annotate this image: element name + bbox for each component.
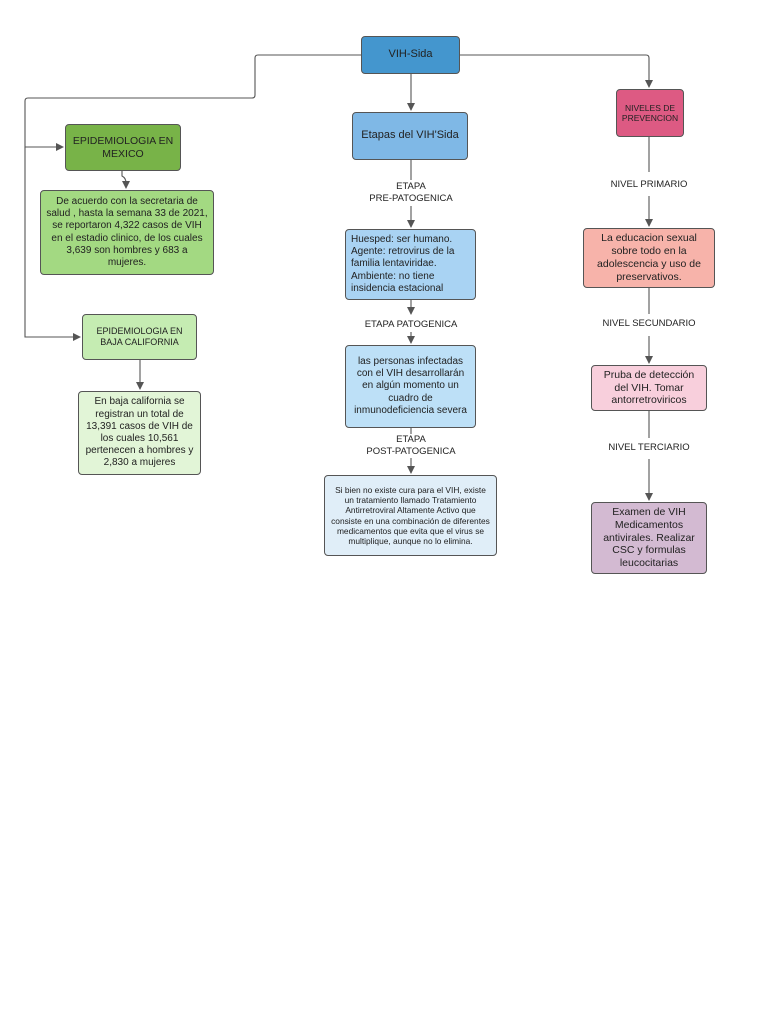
level2-text-node: Pruba de detección del VIH. Tomar antorr…: [591, 365, 707, 411]
bc-title-node: EPIDEMIOLOGIA EN BAJA CALIFORNIA: [82, 314, 197, 360]
etapas-title-node: Etapas del VIH'Sida: [352, 112, 468, 160]
level2-text: Pruba de detección del VIH. Tomar antorr…: [603, 368, 695, 407]
stage1-text-node: Huesped: ser humano. Agente: retrovirus …: [345, 229, 476, 300]
stage3-text-node: Si bien no existe cura para el VIH, exis…: [324, 475, 497, 556]
stage2-text: las personas infectadas con el VIH desar…: [354, 356, 467, 416]
mexico-text-node: De acuerdo con la secretaria de salud , …: [40, 190, 214, 275]
level1-label: NIVEL PRIMARIO: [595, 179, 703, 191]
connector-root-to-mexico: [24, 54, 361, 151]
mexico-title: EPIDEMIOLOGIA EN MEXICO: [72, 134, 174, 160]
stage2-text-node: las personas infectadas con el VIH desar…: [345, 345, 476, 428]
bc-text: En baja california se registran un total…: [85, 396, 194, 469]
niveles-title: NIVELES DE PREVENCION: [621, 102, 679, 123]
mexico-title-node: EPIDEMIOLOGIA EN MEXICO: [65, 124, 181, 171]
level1-text: La educacion sexual sobre todo en la ado…: [597, 232, 701, 283]
connector-root-to-niveles: [460, 54, 653, 88]
level3-text-node: Examen de VIH Medicamentos antivirales. …: [591, 502, 707, 574]
root-label: VIH-Sida: [388, 48, 433, 61]
stage3-text: Si bien no existe cura para el VIH, exis…: [331, 484, 490, 546]
root-node: VIH-Sida: [361, 36, 460, 74]
stage1-text: Huesped: ser humano. Agente: retrovirus …: [351, 234, 455, 294]
level2-label: NIVEL SECUNDARIO: [590, 318, 708, 330]
niveles-title-node: NIVELES DE PREVENCION: [616, 89, 684, 137]
connector-mexico-to-text: [121, 171, 130, 189]
stage2-label: ETAPA PATOGENICA: [350, 319, 472, 331]
level3-text: Examen de VIH Medicamentos antivirales. …: [603, 506, 695, 570]
stage1-label: ETAPA PRE-PATOGENICA: [355, 181, 467, 205]
mexico-text: De acuerdo con la secretaria de salud , …: [46, 195, 208, 268]
bc-text-node: En baja california se registran un total…: [78, 391, 201, 475]
level3-label: NIVEL TERCIARIO: [595, 442, 703, 454]
bc-title: EPIDEMIOLOGIA EN BAJA CALIFORNIA: [96, 326, 183, 347]
etapas-title: Etapas del VIH'Sida: [361, 129, 459, 142]
stage3-label: ETAPA POST-PATOGENICA: [355, 434, 467, 458]
level1-text-node: La educacion sexual sobre todo en la ado…: [583, 228, 715, 288]
connector-left-to-bc: [24, 147, 81, 341]
